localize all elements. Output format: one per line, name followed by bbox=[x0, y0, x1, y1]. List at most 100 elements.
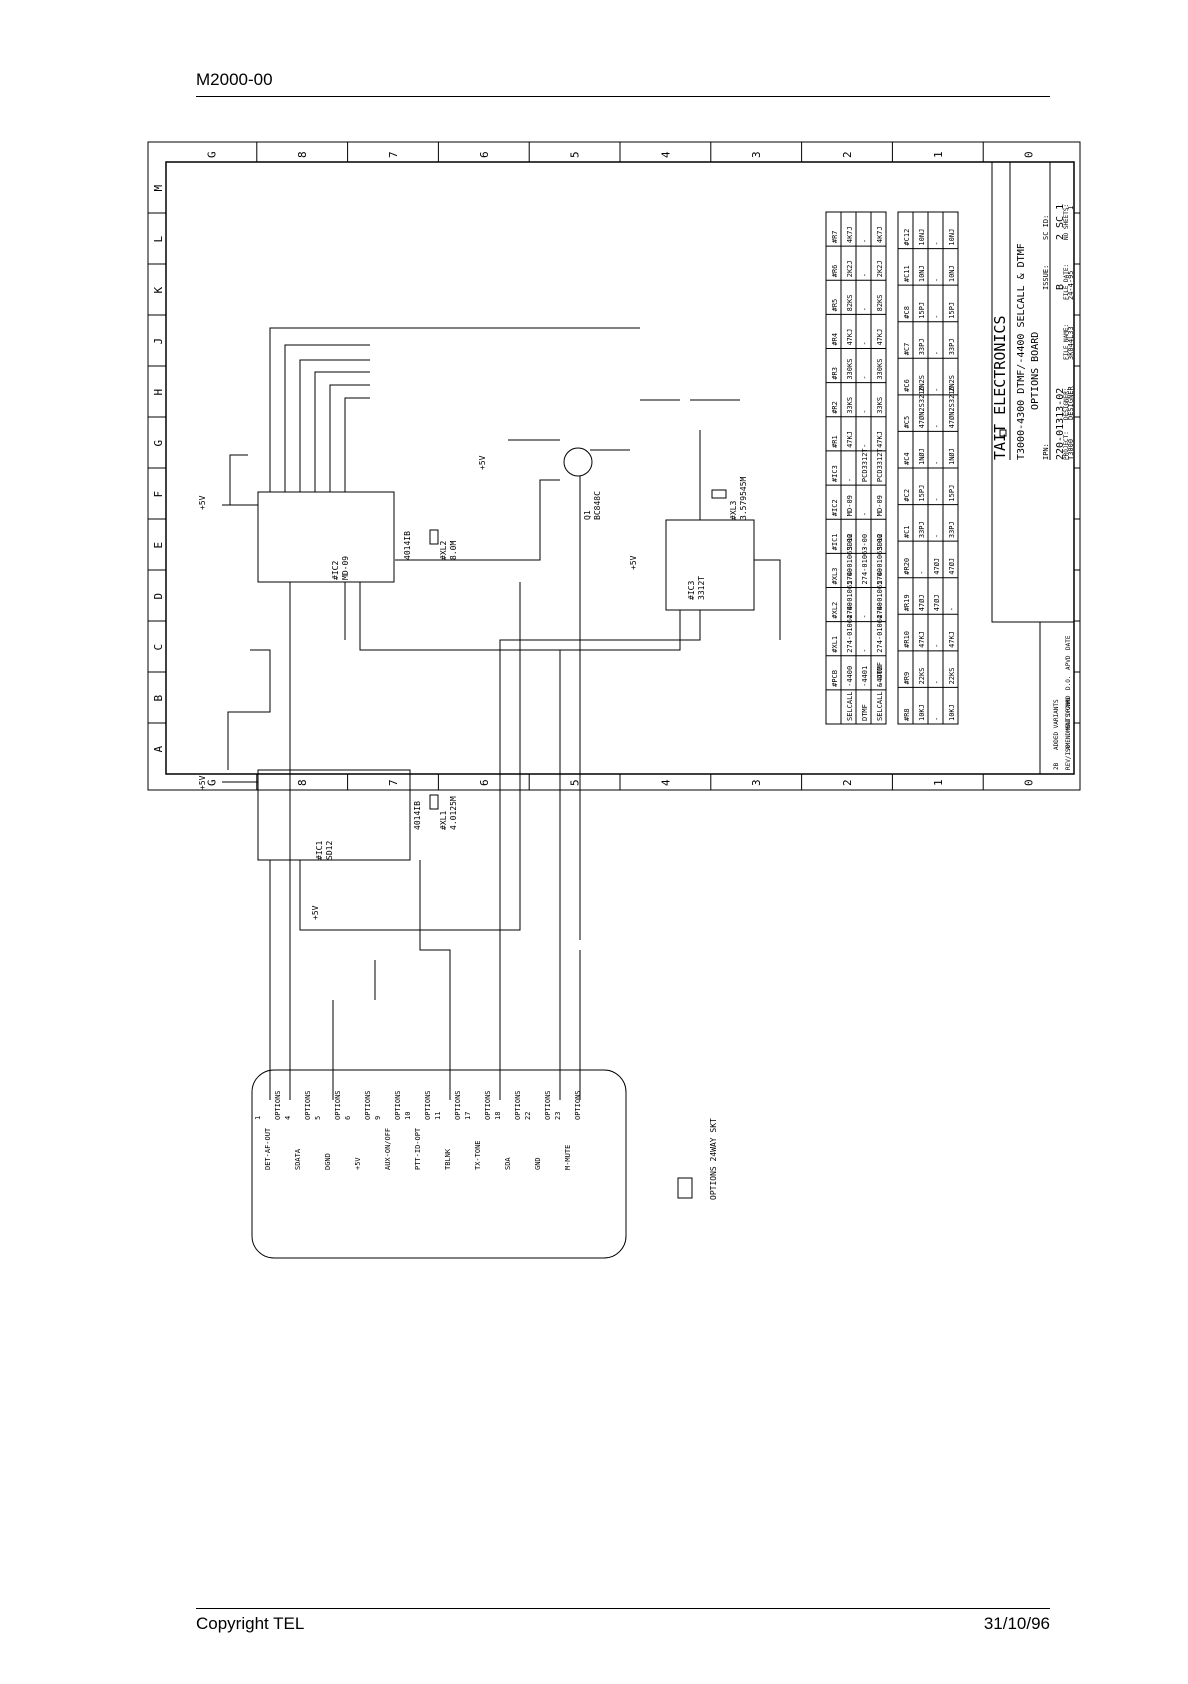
crystal-xl3: #XL3 3.579545M bbox=[711, 476, 748, 520]
ic1-part: SD12 bbox=[325, 841, 334, 860]
connector-pin-number: 10 bbox=[404, 1112, 412, 1120]
table-cell: - bbox=[933, 388, 941, 392]
connector-pin-label: GND bbox=[534, 1157, 542, 1170]
table-cell: 10NJ bbox=[948, 265, 956, 282]
table-cell: 33KS bbox=[846, 397, 854, 414]
table-cell: 2N2S bbox=[918, 375, 926, 392]
row-label-left: B bbox=[152, 695, 165, 702]
table-cell: MD-09 bbox=[876, 495, 884, 516]
crystal-xl1: #XL1 4.0125M bbox=[429, 794, 458, 830]
table-cell: #C6 bbox=[903, 379, 911, 392]
table-cell: - bbox=[948, 607, 956, 611]
connector-pin-number: 18 bbox=[494, 1112, 502, 1120]
project-label: PROJECT: bbox=[1063, 431, 1070, 460]
table-cell: #R4 bbox=[831, 333, 839, 346]
table-cell: 1NØJ bbox=[948, 448, 956, 465]
table-cell: #R19 bbox=[903, 594, 911, 611]
table-cell: 10KJ bbox=[948, 704, 956, 721]
connector-pin-number: 1 bbox=[254, 1116, 262, 1120]
title-line2: OPTIONS BOARD bbox=[1030, 332, 1041, 410]
table-cell: - bbox=[861, 341, 869, 345]
table-cell: 274-01064-00 bbox=[876, 602, 884, 653]
table-cell: - bbox=[933, 497, 941, 501]
table-cell: 33PJ bbox=[948, 521, 956, 538]
connector-pin-tag: OPTIONS bbox=[424, 1090, 432, 1120]
table-cell: #XL3 bbox=[831, 568, 839, 585]
copyright: Copyright TEL bbox=[196, 1614, 305, 1633]
xl3-ref: #XL3 bbox=[729, 501, 738, 520]
table-cell: #C2 bbox=[903, 489, 911, 502]
table-cell: 15PJ bbox=[948, 485, 956, 502]
row-label-left: C bbox=[152, 644, 165, 651]
connector-pin-tag: OPTIONS bbox=[544, 1090, 552, 1120]
row-label-left: H bbox=[152, 389, 165, 396]
amend-row: 2B bbox=[1053, 762, 1060, 770]
ic1: #IC1 SD12 4014IB bbox=[257, 769, 422, 861]
table-cell: - bbox=[861, 614, 869, 618]
ipn-label: IPN: bbox=[1042, 443, 1050, 460]
file-label: FILE NAME: bbox=[1063, 324, 1070, 360]
table-cell: -4401 bbox=[861, 666, 869, 687]
table-cell: -4400 bbox=[846, 666, 854, 687]
col-label-bottom: 6 bbox=[478, 779, 491, 786]
col-label-bottom: 3 bbox=[750, 779, 763, 786]
sheets-value: 1 bbox=[1067, 206, 1075, 210]
table-cell: #R20 bbox=[903, 558, 911, 575]
col-label-bottom: 5 bbox=[569, 779, 582, 786]
amendments bbox=[1040, 940, 1041, 941]
connector-pin-label: M-MUTE bbox=[564, 1145, 572, 1170]
table-cell: #R3 bbox=[831, 367, 839, 380]
table-cell: -4402 bbox=[876, 666, 884, 687]
row-label-left: K bbox=[152, 287, 165, 294]
table-cell: - bbox=[933, 644, 941, 648]
table-cell: #R5 bbox=[831, 299, 839, 312]
table-cell: 47KJ bbox=[876, 431, 884, 448]
table-cell: #XL1 bbox=[831, 636, 839, 653]
col-label-top: 8 bbox=[296, 151, 309, 158]
connector-pin-tag: OPTIONS bbox=[574, 1090, 582, 1120]
connector-pin-label: TX-TONE bbox=[474, 1140, 482, 1170]
supply-label-ic2: +5V bbox=[198, 495, 207, 510]
scid-value: 2 SC 1 bbox=[1055, 204, 1066, 240]
connector-pin-label: SDA bbox=[504, 1157, 512, 1170]
table-cell: #R1 bbox=[831, 435, 839, 448]
table-cell: 274-01064-00 bbox=[846, 602, 854, 653]
table-cell: SD12 bbox=[876, 533, 884, 550]
table-cell: #IC3 bbox=[831, 465, 839, 482]
row-label-left: L bbox=[152, 236, 165, 243]
table-cell: #PCB bbox=[831, 670, 839, 687]
ic2-alt: 4014IB bbox=[403, 531, 412, 560]
table-cell: - bbox=[861, 239, 869, 243]
connector-pin-tag: OPTIONS bbox=[394, 1090, 402, 1120]
table-cell: #R6 bbox=[831, 265, 839, 278]
connector-pin-tag: OPTIONS bbox=[334, 1090, 342, 1120]
col-label-bottom: G bbox=[205, 779, 218, 786]
q1-ref: Q1 bbox=[583, 510, 592, 520]
table-cell: #C7 bbox=[903, 343, 911, 356]
row-label-left: D bbox=[152, 593, 165, 600]
connector-pin-tag: OPTIONS bbox=[454, 1090, 462, 1120]
table-cell: 4K7J bbox=[876, 226, 884, 243]
connector-pin-label: DET-AF-OUT bbox=[264, 1127, 272, 1170]
col-label-bottom: 2 bbox=[841, 779, 854, 786]
connector-pin-number: 17 bbox=[464, 1112, 472, 1120]
table-cell: 15PJ bbox=[948, 302, 956, 319]
col-label-top: 7 bbox=[387, 151, 400, 158]
file-value: 3K044L33 bbox=[1067, 326, 1075, 360]
doc-code: M2000-00 bbox=[196, 70, 273, 89]
table-cell: 2K2J bbox=[876, 260, 884, 277]
col-label-bottom: 4 bbox=[659, 779, 672, 786]
amend-header: MAJ DRAWN bbox=[1065, 697, 1072, 730]
company-name: TAIT ELECTRONICS bbox=[991, 316, 1009, 461]
supply-label-ic1: +5V bbox=[198, 775, 207, 790]
table-cell: 1NØJ bbox=[918, 448, 926, 465]
table-cell: 274-01063-00 bbox=[846, 534, 854, 585]
connector-pin-label: AUX-ON/OFF bbox=[384, 1128, 392, 1170]
table-cell: SELCALL & DTMF bbox=[876, 662, 884, 721]
amend-header: CHKD bbox=[1065, 695, 1072, 710]
table-cell: 47ØJ bbox=[918, 594, 926, 611]
amend-header: APVD bbox=[1065, 655, 1072, 670]
table-cell: #C8 bbox=[903, 306, 911, 319]
